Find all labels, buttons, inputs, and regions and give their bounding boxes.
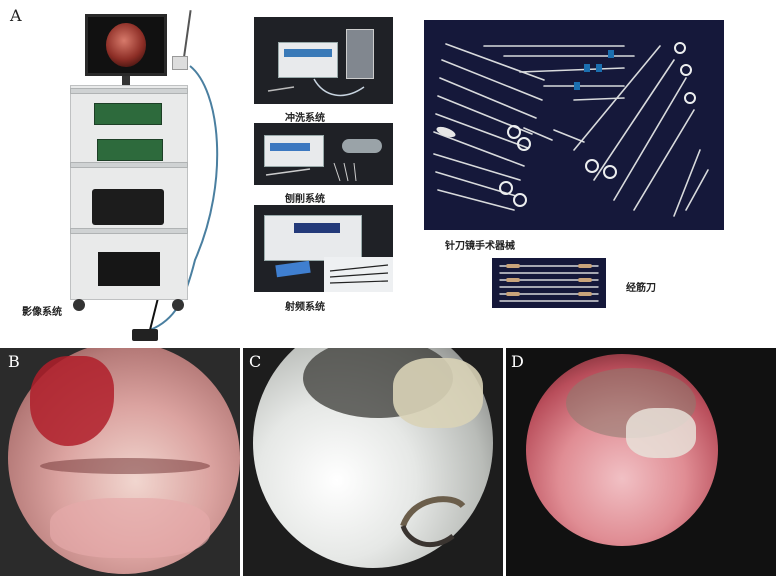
radiofrequency-generator-icon	[254, 205, 393, 292]
panel-label-c: C	[249, 352, 262, 371]
panel-label-d: D	[511, 352, 524, 371]
imaging-system-caption: 影像系统	[22, 307, 62, 318]
panel-label-b: B	[8, 352, 20, 371]
panel-b-endoscopic-view-icon	[0, 348, 240, 576]
radiofrequency-system-caption: 射频系统	[285, 302, 325, 313]
irrigation-pump-icon	[254, 17, 393, 104]
fascia-knife-caption: 经筋刀	[626, 283, 656, 294]
panel-d-endoscopic-view-icon	[506, 348, 776, 576]
fascia-knives-icon	[492, 258, 606, 308]
shaver-console-icon	[254, 123, 393, 185]
monitor-icon	[85, 14, 167, 76]
panel-label-a: A	[10, 6, 22, 25]
irrigation-system-caption: 冲洗系统	[285, 113, 325, 124]
surgical-instruments-icon	[424, 20, 724, 230]
instruments-caption: 针刀镜手术器械	[445, 241, 515, 252]
shaving-system-caption: 刨削系统	[285, 194, 325, 205]
panel-a: A 影像系统 冲洗系统	[10, 6, 724, 341]
panel-c-endoscopic-view-icon	[243, 348, 503, 576]
